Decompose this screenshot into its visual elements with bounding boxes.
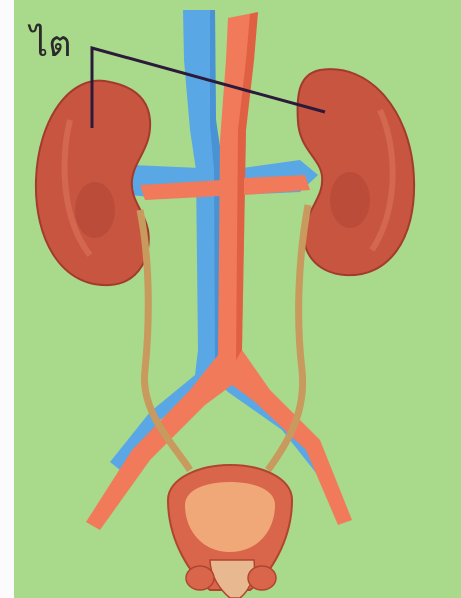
urinary-bladder: [168, 465, 292, 598]
kidney-label: ไต: [27, 23, 71, 65]
left-white-strip: [0, 0, 14, 598]
